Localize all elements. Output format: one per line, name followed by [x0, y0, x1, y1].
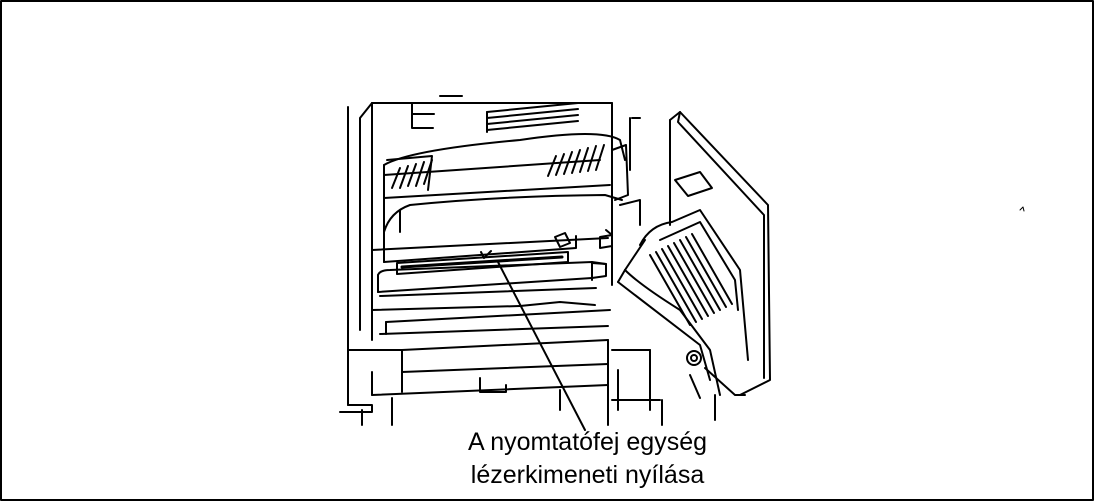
printer-body [347, 95, 613, 406]
machine-base-right [661, 394, 716, 426]
printhead-housing [371, 231, 613, 297]
paper-guide [339, 301, 611, 426]
callout-label-line1: A nyomtatófej egység [467, 428, 708, 456]
fuser-unit [383, 133, 629, 233]
open-side-door [617, 111, 771, 399]
machine-right-frame [605, 102, 661, 411]
callout-leader-line [497, 261, 586, 431]
callout-label-line2: lézerkimeneti nyílása [470, 461, 705, 489]
door-knob [686, 350, 702, 366]
stray-mark [1019, 206, 1025, 212]
